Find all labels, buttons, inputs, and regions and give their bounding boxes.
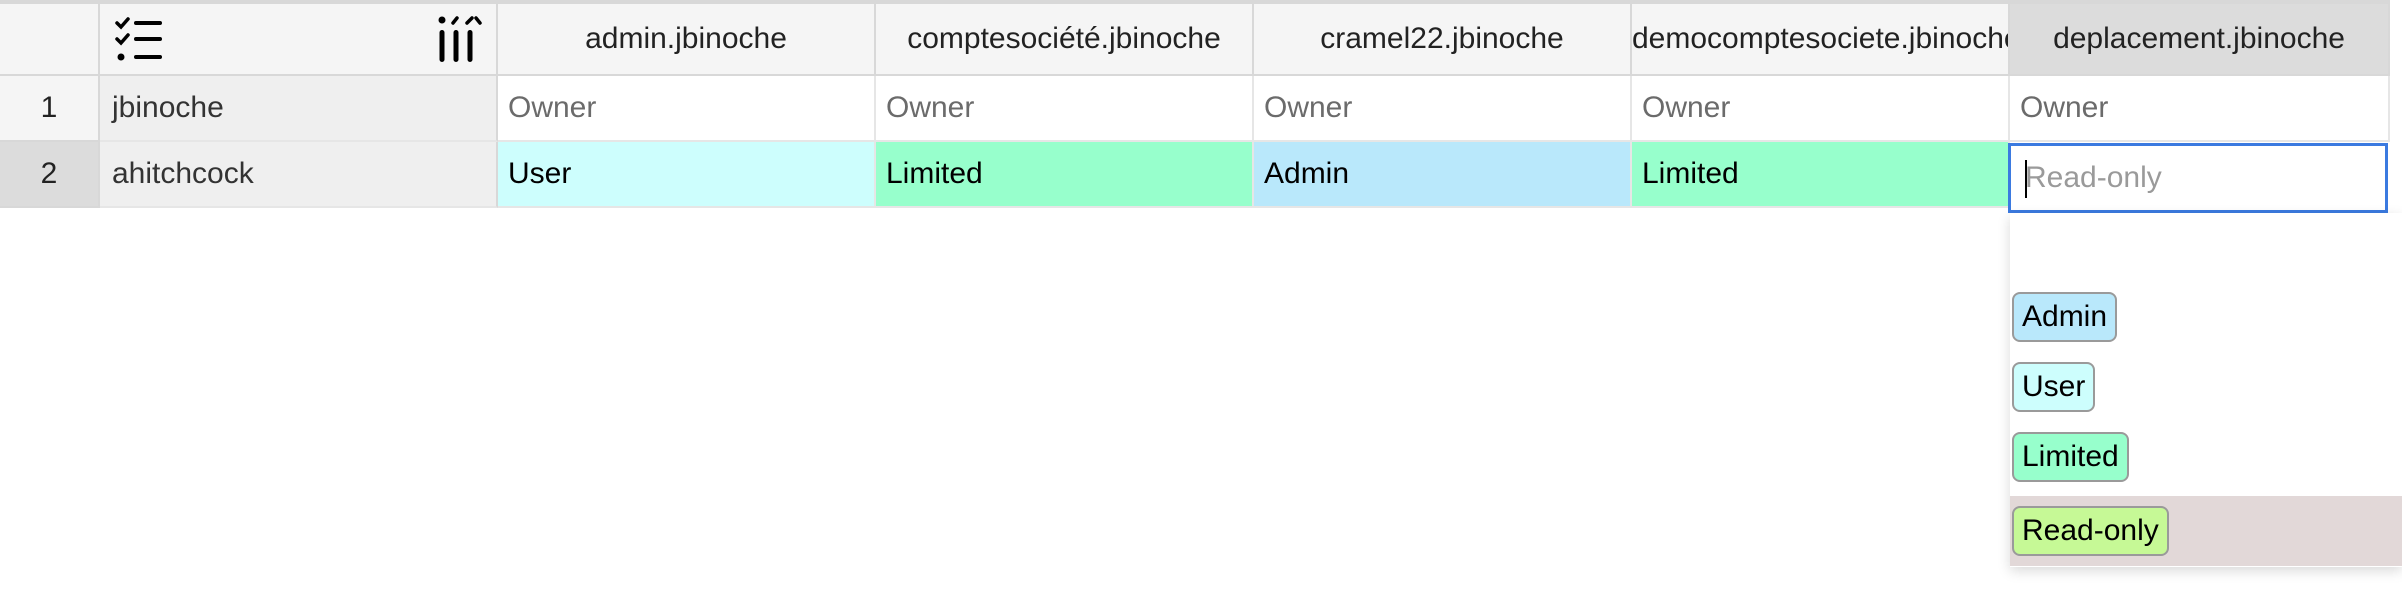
column-header-admin[interactable]: admin.jbinoche — [498, 4, 876, 76]
column-header-democomptesociete[interactable]: democomptesociete.jbinoche — [1632, 4, 2010, 76]
permission-cell[interactable]: Owner — [498, 76, 876, 142]
checklist-icon[interactable] — [114, 15, 166, 63]
permission-cell[interactable]: Admin — [1254, 142, 1632, 208]
option-chip: Admin — [2012, 292, 2118, 342]
permission-cell[interactable]: Owner — [1632, 76, 2010, 142]
text-caret — [2025, 160, 2027, 198]
cell-editor[interactable] — [2008, 143, 2388, 213]
column-header-comptesociete[interactable]: comptesociété.jbinoche — [876, 4, 1254, 76]
row-user-name: jbinoche — [100, 76, 498, 142]
permission-cell[interactable]: User — [498, 142, 876, 208]
row-number[interactable]: 2 — [0, 142, 100, 208]
toolbar-header — [100, 4, 498, 76]
row-user-name: ahitchcock — [100, 142, 498, 208]
permission-cell[interactable]: Owner — [876, 76, 1254, 142]
option-chip: Limited — [2012, 432, 2129, 482]
column-header-deplacement[interactable]: deplacement.jbinoche — [2010, 4, 2390, 76]
dropdown-option-read-only[interactable]: Read-only — [2010, 496, 2402, 566]
dropdown-option-user[interactable]: User — [2010, 352, 2402, 422]
dropdown-option-admin[interactable]: Admin — [2010, 282, 2402, 352]
cell-editor-input[interactable] — [2025, 161, 2365, 195]
permission-cell[interactable]: Limited — [876, 142, 1254, 208]
dropdown-option-limited[interactable]: Limited — [2010, 422, 2402, 492]
choice-dropdown: Admin User Limited Read-only — [2010, 213, 2402, 567]
grid-top-border — [0, 0, 2390, 4]
column-sort-icon[interactable] — [436, 14, 482, 64]
row-number-header — [0, 4, 100, 76]
permission-cell[interactable]: Limited — [1632, 142, 2010, 208]
permission-cell[interactable]: Owner — [2010, 76, 2390, 142]
option-chip: User — [2012, 362, 2096, 412]
column-header-cramel22[interactable]: cramel22.jbinoche — [1254, 4, 1632, 76]
option-chip: Read-only — [2012, 506, 2169, 556]
row-number[interactable]: 1 — [0, 76, 100, 142]
permission-cell[interactable]: Owner — [1254, 76, 1632, 142]
